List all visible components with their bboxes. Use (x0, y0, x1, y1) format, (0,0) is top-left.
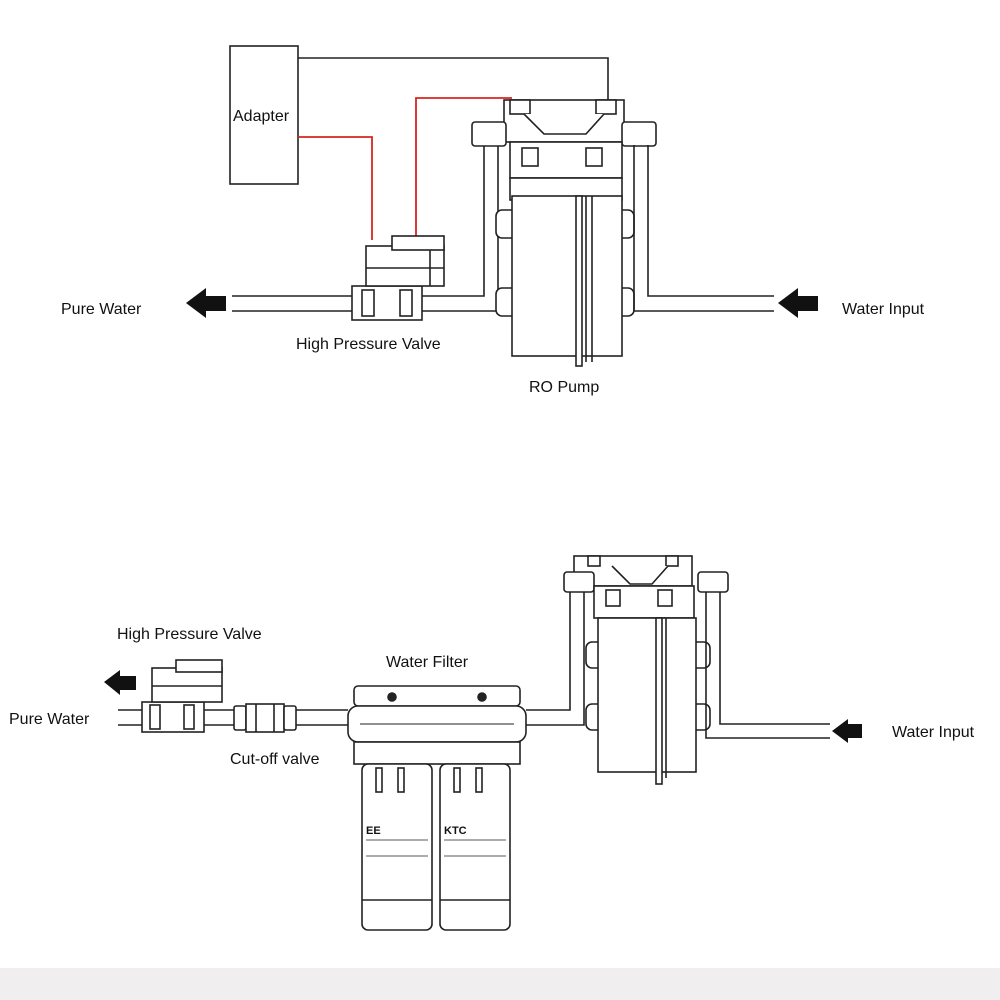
adapter-label: Adapter (233, 108, 290, 125)
water-input-label-top: Water Input (842, 301, 925, 318)
pipe-pump-input-outer (647, 145, 774, 297)
adapter-power-wire (298, 57, 609, 100)
ro-pump-label: RO Pump (529, 379, 599, 396)
high-pressure-valve-label-bottom: High Pressure Valve (117, 626, 262, 643)
high-pressure-valve-label-top: High Pressure Valve (296, 336, 441, 353)
cutoff-valve-label: Cut-off valve (230, 751, 320, 768)
adapter-box (229, 45, 299, 185)
footer-band (0, 968, 1000, 1000)
bottom-pipe-pump-input-inner (705, 592, 830, 739)
water-input-label-bottom: Water Input (892, 724, 975, 741)
bottom-diagram (104, 555, 862, 931)
pipe-pump-input-inner (633, 145, 774, 312)
ro-pump-top (471, 99, 657, 367)
filter-left-code: EE (366, 825, 381, 837)
top-diagram (186, 45, 818, 367)
pure-water-arrow-top (186, 288, 226, 318)
pipe-valve-pump-outer (420, 145, 485, 297)
bottom-pipe-filter-pump-inner (526, 592, 585, 726)
water-input-arrow-top (778, 288, 818, 318)
water-filter (347, 685, 527, 931)
cutoff-valve (233, 703, 297, 733)
bottom-pipe-pump-input-outer (719, 592, 830, 725)
pure-water-label-top: Pure Water (61, 301, 142, 318)
pure-water-label-bottom: Pure Water (9, 711, 90, 728)
red-wire-valve-pump (415, 97, 512, 240)
ro-pump-bottom (563, 555, 729, 785)
bottom-pipe-filter-pump-outer (526, 592, 571, 711)
filter-right-code: KTC (444, 825, 467, 837)
red-wire-adapter-valve (298, 136, 373, 240)
water-input-arrow-bottom (832, 719, 862, 743)
pure-water-arrow-bottom (104, 670, 136, 695)
high-pressure-valve-top (351, 235, 445, 321)
high-pressure-valve-bottom (141, 659, 223, 733)
water-filter-label: Water Filter (386, 654, 469, 671)
